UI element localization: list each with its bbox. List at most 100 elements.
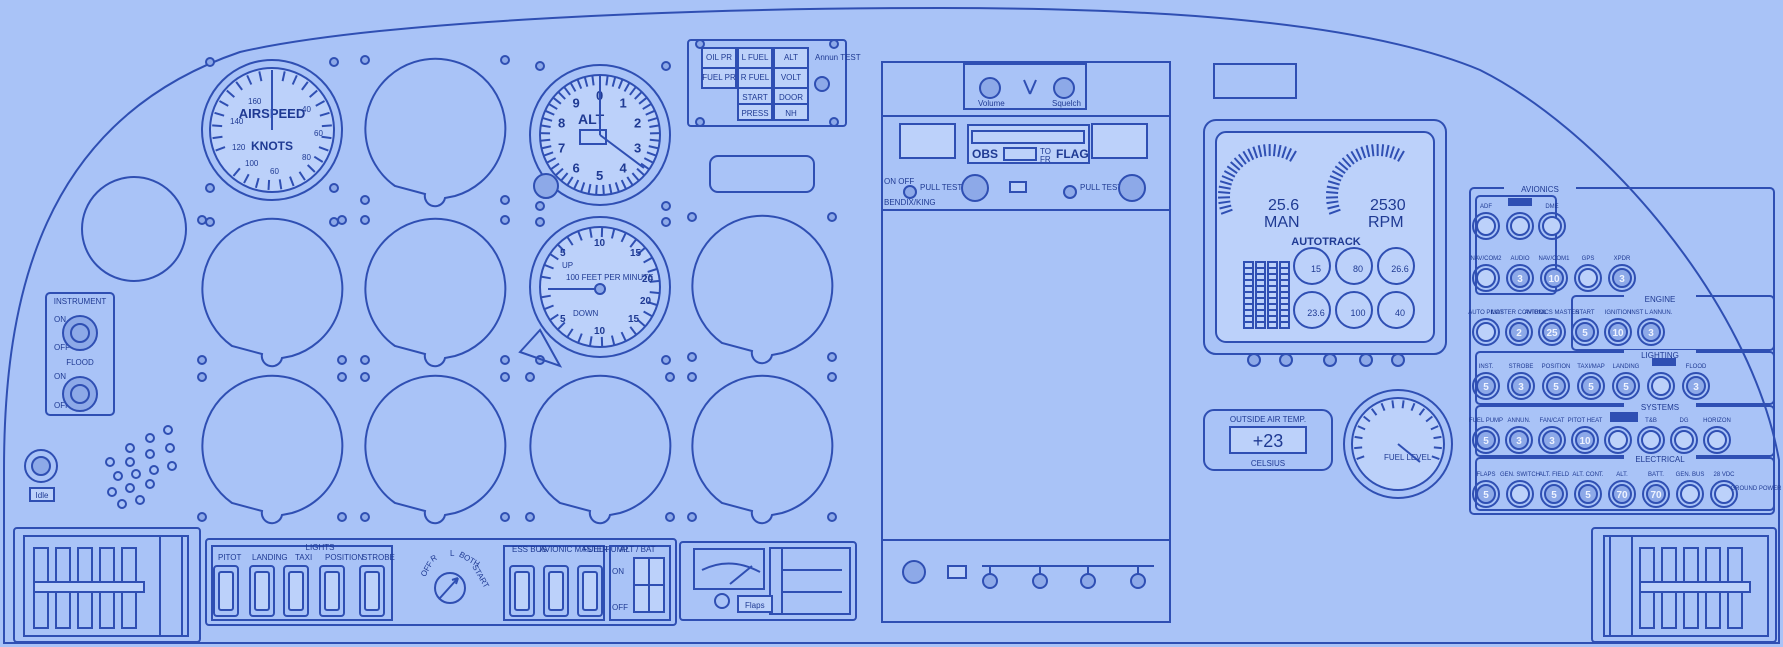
circuit-breaker[interactable] [1604, 426, 1632, 454]
dial-tick [313, 155, 324, 163]
circuit-breaker[interactable]: 3 [1507, 372, 1535, 400]
svg-text:ALT: ALT [784, 53, 798, 62]
fr-label: FR [1040, 155, 1051, 164]
circuit-breaker[interactable]: 2 [1505, 318, 1533, 346]
instrument-hole [197, 372, 347, 525]
circuit-breaker[interactable]: 5 [1472, 480, 1500, 508]
light-rocker-switch[interactable] [359, 565, 385, 617]
annunciator-light: START [737, 87, 773, 105]
audio-toggle-switch[interactable] [1023, 79, 1037, 95]
dial-tick [319, 111, 330, 117]
avionics-tag [1508, 198, 1532, 206]
circuit-breaker[interactable]: 5 [1472, 426, 1500, 454]
electrical-rocker-switch[interactable] [577, 565, 603, 617]
idle-control[interactable]: Idle [24, 449, 58, 502]
circuit-breaker[interactable] [1472, 264, 1500, 292]
breaker-label: HORIZON [1703, 418, 1731, 424]
circuit-breaker[interactable]: 5 [1542, 372, 1570, 400]
squelch-knob[interactable] [1053, 77, 1075, 99]
dial-tick [556, 321, 566, 331]
section-title: ENGINE [1645, 295, 1676, 304]
speaker-hole [145, 449, 155, 459]
dial-tick [631, 172, 640, 182]
nav-freq-knob[interactable] [961, 174, 989, 202]
circuit-breaker[interactable] [1506, 212, 1534, 240]
circuit-breaker[interactable] [1538, 212, 1566, 240]
light-rocker-switch[interactable] [283, 565, 309, 617]
throttle-lever[interactable] [1639, 581, 1751, 593]
dial-tick [649, 291, 660, 295]
circuit-breaker[interactable]: 3 [1682, 372, 1710, 400]
circuit-breaker[interactable] [1703, 426, 1731, 454]
obs-knob[interactable] [1063, 185, 1077, 199]
dial-tick [321, 135, 332, 140]
circuit-breaker[interactable] [1676, 480, 1704, 508]
circuit-breaker[interactable] [1472, 318, 1500, 346]
circuit-breaker[interactable] [1472, 212, 1500, 240]
annunciator-test-button[interactable] [814, 76, 830, 92]
circuit-breaker[interactable]: 5 [1571, 318, 1599, 346]
circuit-breaker[interactable] [1637, 426, 1665, 454]
radio-small-knob[interactable] [1080, 573, 1096, 589]
altimeter-numeral: 7 [558, 140, 565, 155]
magneto-key-switch[interactable]: OFF R L BOTH START [419, 549, 491, 604]
circuit-breaker[interactable]: 3 [1506, 264, 1534, 292]
radio-small-knob[interactable] [1130, 573, 1146, 589]
circuit-breaker[interactable]: 3 [1608, 264, 1636, 292]
circuit-breaker[interactable]: 3 [1637, 318, 1665, 346]
throttle-quadrant-left[interactable] [13, 527, 201, 643]
circuit-breaker[interactable]: 5 [1612, 372, 1640, 400]
circuit-breaker[interactable]: 5 [1540, 480, 1568, 508]
circuit-breaker[interactable]: 25 [1538, 318, 1566, 346]
radio-small-knob[interactable] [1032, 573, 1048, 589]
dial-tick [647, 267, 658, 273]
dial-tick [645, 109, 656, 116]
engine-mini-gauge: 15 [1293, 247, 1331, 285]
circuit-breaker[interactable]: 5 [1472, 372, 1500, 400]
throttle-quadrant-right[interactable] [1591, 527, 1777, 643]
flaps-panel: Flaps [679, 541, 857, 621]
circuit-breaker[interactable]: 10 [1604, 318, 1632, 346]
instrument-dimmer-knob[interactable] [62, 315, 98, 351]
com-freq-knob[interactable] [1118, 174, 1146, 202]
radio-small-knob[interactable] [982, 573, 998, 589]
svg-text:OFF: OFF [54, 343, 70, 352]
dial-tick [587, 183, 592, 195]
circuit-breaker[interactable] [1670, 426, 1698, 454]
circuit-breaker[interactable] [1710, 480, 1738, 508]
breaker-label: AUTO PILOT [1468, 310, 1504, 316]
vsi-numeral: 20 [642, 274, 654, 285]
obs-label: OBS [972, 147, 998, 161]
circuit-breaker[interactable]: 5 [1577, 372, 1605, 400]
breaker-label: STROBE [1509, 364, 1534, 370]
oat-unit: CELSIUS [1251, 459, 1285, 468]
mounting-screw [329, 217, 339, 227]
light-rocker-switch[interactable] [249, 565, 275, 617]
volume-knob[interactable] [979, 77, 1001, 99]
light-rocker-switch[interactable] [213, 565, 239, 617]
dial-tick [642, 103, 652, 110]
circuit-breaker[interactable] [1574, 264, 1602, 292]
circuit-breaker[interactable]: 3 [1505, 426, 1533, 454]
nav-power-knob[interactable] [903, 185, 917, 199]
annunciator-light: DOOR [773, 87, 809, 105]
circuit-breaker[interactable] [1506, 480, 1534, 508]
circuit-breaker[interactable]: 70 [1608, 480, 1636, 508]
circuit-breaker[interactable]: 3 [1538, 426, 1566, 454]
autotrack-brand: AUTOTRACK [1291, 236, 1361, 248]
breaker-label: FUEL PUMP [1469, 418, 1503, 424]
altimeter-knob[interactable] [533, 173, 559, 199]
circuit-breaker[interactable]: 5 [1574, 480, 1602, 508]
circuit-breaker[interactable]: 10 [1571, 426, 1599, 454]
flood-dimmer-knob[interactable] [62, 376, 98, 412]
light-rocker-switch[interactable] [319, 565, 345, 617]
circuit-breaker[interactable]: 70 [1642, 480, 1670, 508]
flaps-lever[interactable] [737, 595, 773, 613]
throttle-lever[interactable] [33, 581, 145, 593]
circuit-breaker[interactable] [1647, 372, 1675, 400]
electrical-rocker-switch[interactable] [509, 565, 535, 617]
alt-bat-master-switch[interactable] [633, 557, 665, 613]
circuit-breaker[interactable]: 10 [1540, 264, 1568, 292]
electrical-rocker-switch[interactable] [543, 565, 569, 617]
man-label: MAN [1264, 214, 1300, 231]
